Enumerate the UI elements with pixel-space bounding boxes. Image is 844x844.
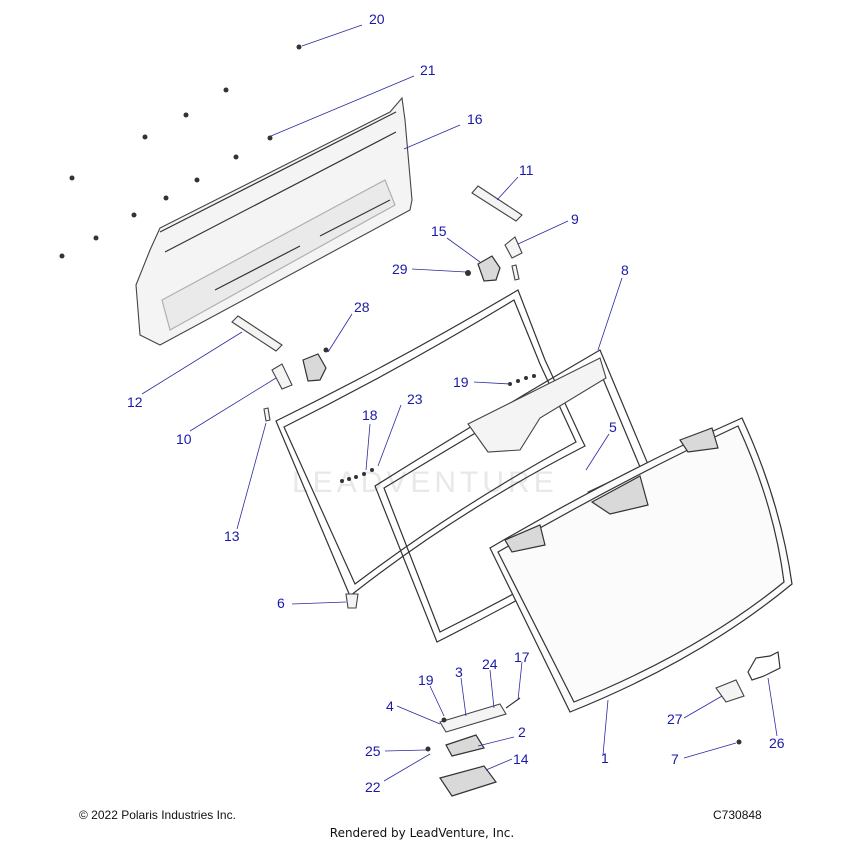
- glass-part-1: [489, 417, 793, 713]
- callout-4: 4: [386, 698, 394, 714]
- callout-labels: 20 21 16 11 9 15 29 8 28 12 19 10 18 23 …: [127, 11, 785, 795]
- callout-6: 6: [277, 595, 285, 611]
- callout-14: 14: [513, 751, 529, 767]
- watermark-text: LEADVENTURE: [292, 466, 558, 499]
- leader-lines: [141, 24, 778, 782]
- callout-18: 18: [362, 407, 378, 423]
- callout-23: 23: [407, 391, 423, 407]
- callout-15: 15: [431, 223, 447, 239]
- latch-part-28: [302, 347, 329, 382]
- seal-strip-part-12: [231, 315, 283, 352]
- callout-9: 9: [571, 211, 579, 227]
- pad-part-27: [715, 679, 745, 703]
- callout-8: 8: [621, 262, 629, 278]
- callout-28: 28: [354, 299, 370, 315]
- diagram-id: C730848: [713, 808, 762, 822]
- callout-3: 3: [455, 664, 463, 680]
- latch-assembly: [425, 697, 521, 797]
- callout-7: 7: [671, 751, 679, 767]
- callout-29: 29: [392, 261, 408, 277]
- pin-part: [511, 264, 520, 281]
- callout-22: 22: [365, 779, 381, 795]
- fastener-cluster: [340, 374, 536, 483]
- callout-1: 1: [601, 750, 609, 766]
- callout-21: 21: [420, 62, 436, 78]
- bracket-part-9: [504, 236, 523, 259]
- callout-25: 25: [365, 743, 381, 759]
- callout-12: 12: [127, 394, 143, 410]
- seal-strip-part-11: [471, 185, 523, 222]
- rear-panel-part-16: [135, 96, 413, 346]
- callout-24: 24: [482, 656, 498, 672]
- handle-part-26: [747, 651, 781, 681]
- callout-13: 13: [224, 528, 240, 544]
- pin-part-13: [263, 407, 271, 422]
- callout-5: 5: [609, 419, 617, 435]
- screw-fasteners: [59, 44, 302, 259]
- callout-17: 17: [514, 649, 530, 665]
- callout-2: 2: [518, 724, 526, 740]
- callout-20: 20: [369, 11, 385, 27]
- callout-26: 26: [769, 735, 785, 751]
- rendered-by-text: Rendered by LeadVenture, Inc.: [329, 826, 515, 840]
- copyright-text: © 2022 Polaris Industries Inc.: [79, 808, 236, 822]
- latch-part-15: [465, 255, 501, 282]
- callout-16: 16: [467, 111, 483, 127]
- callout-27: 27: [667, 711, 683, 727]
- callout-10: 10: [176, 431, 192, 447]
- callout-11: 11: [519, 162, 534, 178]
- fastener-part-7: [736, 739, 742, 745]
- callout-19a: 19: [453, 374, 469, 390]
- callout-19b: 19: [418, 672, 434, 688]
- bracket-part-10: [271, 363, 293, 390]
